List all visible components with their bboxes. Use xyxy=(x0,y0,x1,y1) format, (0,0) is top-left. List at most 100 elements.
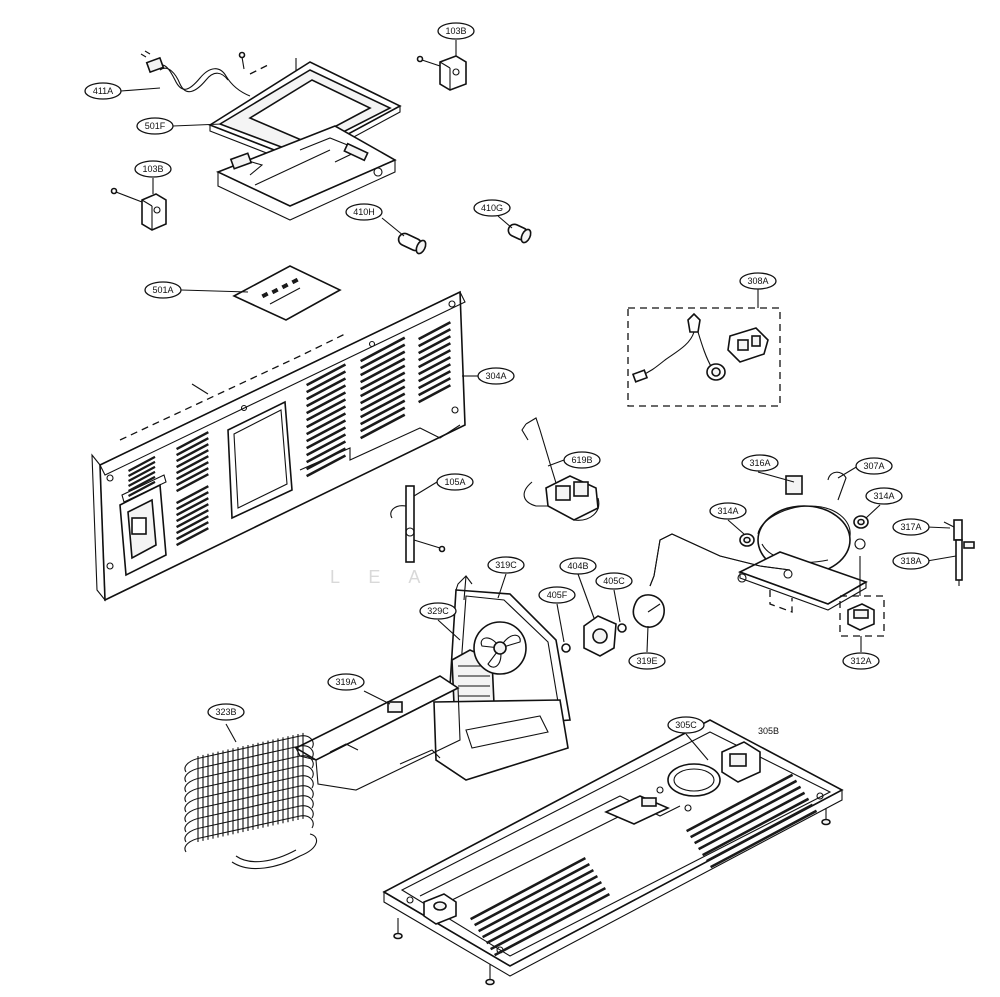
callout-305C: 305C xyxy=(667,716,705,734)
svg-text:323B: 323B xyxy=(215,707,236,717)
callout-410G: 410G xyxy=(473,199,511,217)
vent-slot xyxy=(418,356,452,376)
svg-text:411A: 411A xyxy=(93,86,113,96)
callout-314A: 314A xyxy=(709,502,747,520)
vent-slot xyxy=(698,791,806,851)
callout-410H: 410H xyxy=(345,203,383,221)
svg-text:410G: 410G xyxy=(481,203,503,213)
vent-slot xyxy=(176,437,209,457)
vent-slot xyxy=(470,856,587,921)
vent-slot xyxy=(705,803,814,863)
vent-slot xyxy=(175,515,209,535)
control-panel-part xyxy=(208,61,402,167)
vent-slot xyxy=(306,391,347,415)
screw-part xyxy=(238,51,246,70)
vent-slot xyxy=(417,328,452,348)
coil-tube xyxy=(184,805,314,843)
vent-slot xyxy=(128,460,156,477)
vent-slot xyxy=(360,364,406,391)
svg-text:314A: 314A xyxy=(717,506,738,516)
svg-text:103B: 103B xyxy=(142,164,163,174)
vent-slot xyxy=(360,413,406,440)
coil-tube xyxy=(184,745,314,783)
svg-text:319A: 319A xyxy=(335,677,356,687)
vent-slot xyxy=(128,475,156,492)
vent-slot xyxy=(686,773,794,833)
callout-layer: 411A 103B 501F 103B 410H 410G 501A 308A … xyxy=(84,22,930,736)
vent-slot xyxy=(418,349,452,369)
vent-slot xyxy=(360,357,406,384)
valve-part xyxy=(943,519,975,586)
control-housing-part xyxy=(215,125,397,221)
callout-312A: 312A xyxy=(842,652,880,670)
svg-text:329C: 329C xyxy=(427,606,449,616)
vent-slot xyxy=(418,321,452,341)
washer-part xyxy=(561,643,571,653)
vent-slot xyxy=(360,336,406,363)
vent-slot xyxy=(176,473,209,493)
vent-slot xyxy=(360,406,406,433)
coil-tube xyxy=(184,785,314,823)
callout-404B: 404B xyxy=(559,557,597,575)
fan-blade-part xyxy=(632,594,665,628)
fan-motor-part xyxy=(583,615,617,657)
vent-slot xyxy=(360,350,406,377)
callout-316A: 316A xyxy=(741,454,779,472)
vent-slot xyxy=(417,363,452,383)
callout-319A: 319A xyxy=(327,673,365,691)
vent-slot xyxy=(306,384,347,408)
leveling-leg-part xyxy=(485,964,495,986)
vent-slot xyxy=(175,527,209,547)
vent-slot xyxy=(360,371,406,398)
vent-slot xyxy=(176,431,209,451)
bracket-part xyxy=(110,187,167,231)
callout-319E: 319E xyxy=(628,652,666,670)
vent-slot xyxy=(176,509,209,529)
svg-text:404B: 404B xyxy=(567,561,588,571)
vent-slot xyxy=(418,342,452,362)
relay-part xyxy=(839,595,885,637)
svg-text:316A: 316A xyxy=(749,458,770,468)
callout-318A: 318A xyxy=(892,552,930,570)
callout-103B: 103B xyxy=(134,160,172,178)
vent-slot xyxy=(305,363,347,387)
callout-619B: 619B xyxy=(563,451,601,469)
vent-slot xyxy=(360,399,406,426)
vent-slot xyxy=(176,491,209,511)
fan-base-part xyxy=(433,699,569,781)
vent-slot xyxy=(418,377,452,397)
vent-slot xyxy=(689,779,798,839)
coil-tube xyxy=(184,755,314,793)
vent-slot xyxy=(418,384,452,404)
leveling-leg-part xyxy=(821,808,831,826)
vent-slot xyxy=(128,480,156,497)
vent-slot xyxy=(474,862,591,927)
vent-slot xyxy=(489,886,607,951)
vent-slot xyxy=(176,455,209,475)
callout-501F: 501F xyxy=(136,117,174,135)
leader-lines xyxy=(120,40,957,761)
svg-text:305C: 305C xyxy=(675,720,697,730)
vent-slot xyxy=(175,443,209,463)
svg-text:103B: 103B xyxy=(445,26,466,36)
dashed-guide xyxy=(249,63,271,75)
compressor-part xyxy=(737,471,868,613)
svg-text:405C: 405C xyxy=(603,576,625,586)
svg-text:501F: 501F xyxy=(145,121,166,131)
vent-slot xyxy=(306,440,347,464)
bracket-part xyxy=(416,55,467,91)
vent-slot xyxy=(486,880,603,945)
svg-text:319E: 319E xyxy=(636,656,657,666)
drain-tube-part xyxy=(390,485,446,563)
vent-slot xyxy=(493,892,611,957)
dashed-guide xyxy=(119,333,346,441)
knob-part xyxy=(507,223,532,244)
vent-slot xyxy=(306,419,347,443)
svg-text:318A: 318A xyxy=(900,556,921,566)
callout-405C: 405C xyxy=(595,572,633,590)
callout-314A: 314A xyxy=(865,487,903,505)
knob-part xyxy=(397,232,427,255)
vent-slot xyxy=(305,412,347,436)
vent-slot xyxy=(417,335,452,355)
grommet-part xyxy=(739,533,755,547)
